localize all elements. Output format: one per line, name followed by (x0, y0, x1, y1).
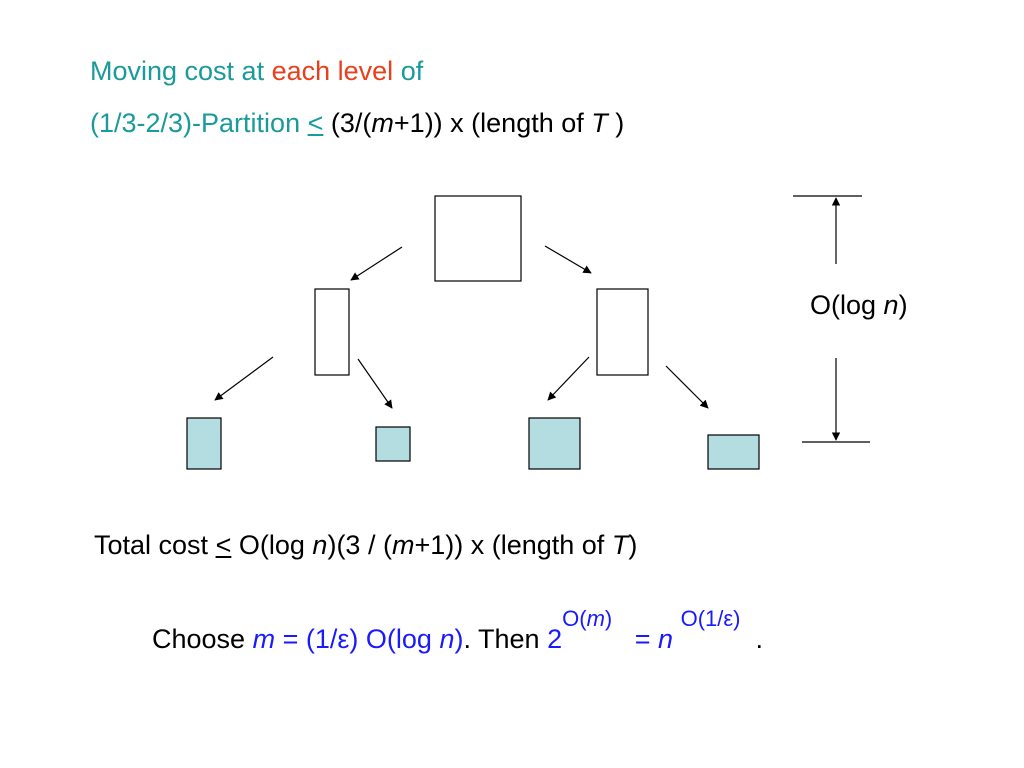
leaf-node-3 (528, 417, 581, 470)
partition-bound-c: +1)) x (length of (393, 108, 584, 138)
choose-label: Choose (152, 624, 246, 654)
title-text-c: of (400, 56, 424, 86)
choose-dot: . (755, 624, 764, 654)
left-child-node (314, 288, 350, 376)
total-b: O(log (238, 530, 305, 560)
choose-c: ) (454, 624, 464, 654)
title-text-each-level: each level (271, 56, 394, 86)
title-line-2: (1/3-2/3)-Partition < (3/(m+1)) x (lengt… (90, 110, 624, 137)
total-c: )(3 / ( (327, 530, 392, 560)
total-cost-line: Total cost < O(log n)(3 / (m+1)) x (leng… (94, 532, 637, 559)
le-symbol: < (307, 108, 324, 138)
arrow-root-left (350, 246, 403, 281)
leaf-node-4 (707, 434, 760, 470)
var-m: m (371, 108, 394, 138)
partition-bound-d: ) (615, 108, 625, 138)
leaf-node-2 (375, 426, 411, 462)
title-text-a: Moving cost at (90, 56, 265, 86)
arrow-right-leaf3 (547, 356, 590, 401)
total-le-symbol: < (215, 530, 232, 560)
total-var-T: T (611, 530, 629, 560)
choose-var-m: m (252, 624, 276, 654)
choose-var-n2: n (658, 624, 674, 654)
choose-eq: = (634, 624, 651, 654)
partition-bound-a: (3/( (330, 108, 372, 138)
total-var-m: m (391, 530, 415, 560)
arrow-right-leaf4 (665, 365, 709, 409)
total-d: +1)) x (length of (414, 530, 605, 560)
height-label: O(log n) (810, 292, 908, 319)
exponent-1: O(m) (562, 606, 613, 631)
choose-var-n: n (439, 624, 455, 654)
height-label-a: O(log (810, 290, 877, 320)
arrow-left-leaf2 (357, 358, 393, 409)
arrow-left-leaf1 (214, 356, 274, 401)
leaf-node-1 (186, 417, 222, 470)
var-T: T (591, 108, 608, 138)
exponent-2: O(1/ε) (680, 606, 741, 631)
total-cost-label: Total cost (94, 530, 209, 560)
choose-then: . Then (463, 624, 540, 654)
var-n: n (883, 290, 899, 320)
root-node (434, 195, 522, 282)
choose-line: Choose m = (1/ε) O(log n). Then 2O(m) = … (152, 608, 764, 654)
total-var-n: n (312, 530, 328, 560)
total-e: ) (628, 530, 638, 560)
title-line-1: Moving cost at each level of (90, 58, 423, 85)
partition-label: (1/3-2/3)-Partition (90, 108, 301, 138)
right-child-node (596, 288, 649, 376)
arrow-root-right (544, 245, 592, 274)
choose-two: 2 (547, 624, 563, 654)
choose-b: = (1/ε) O(log (282, 624, 432, 654)
height-label-b: ) (898, 290, 908, 320)
